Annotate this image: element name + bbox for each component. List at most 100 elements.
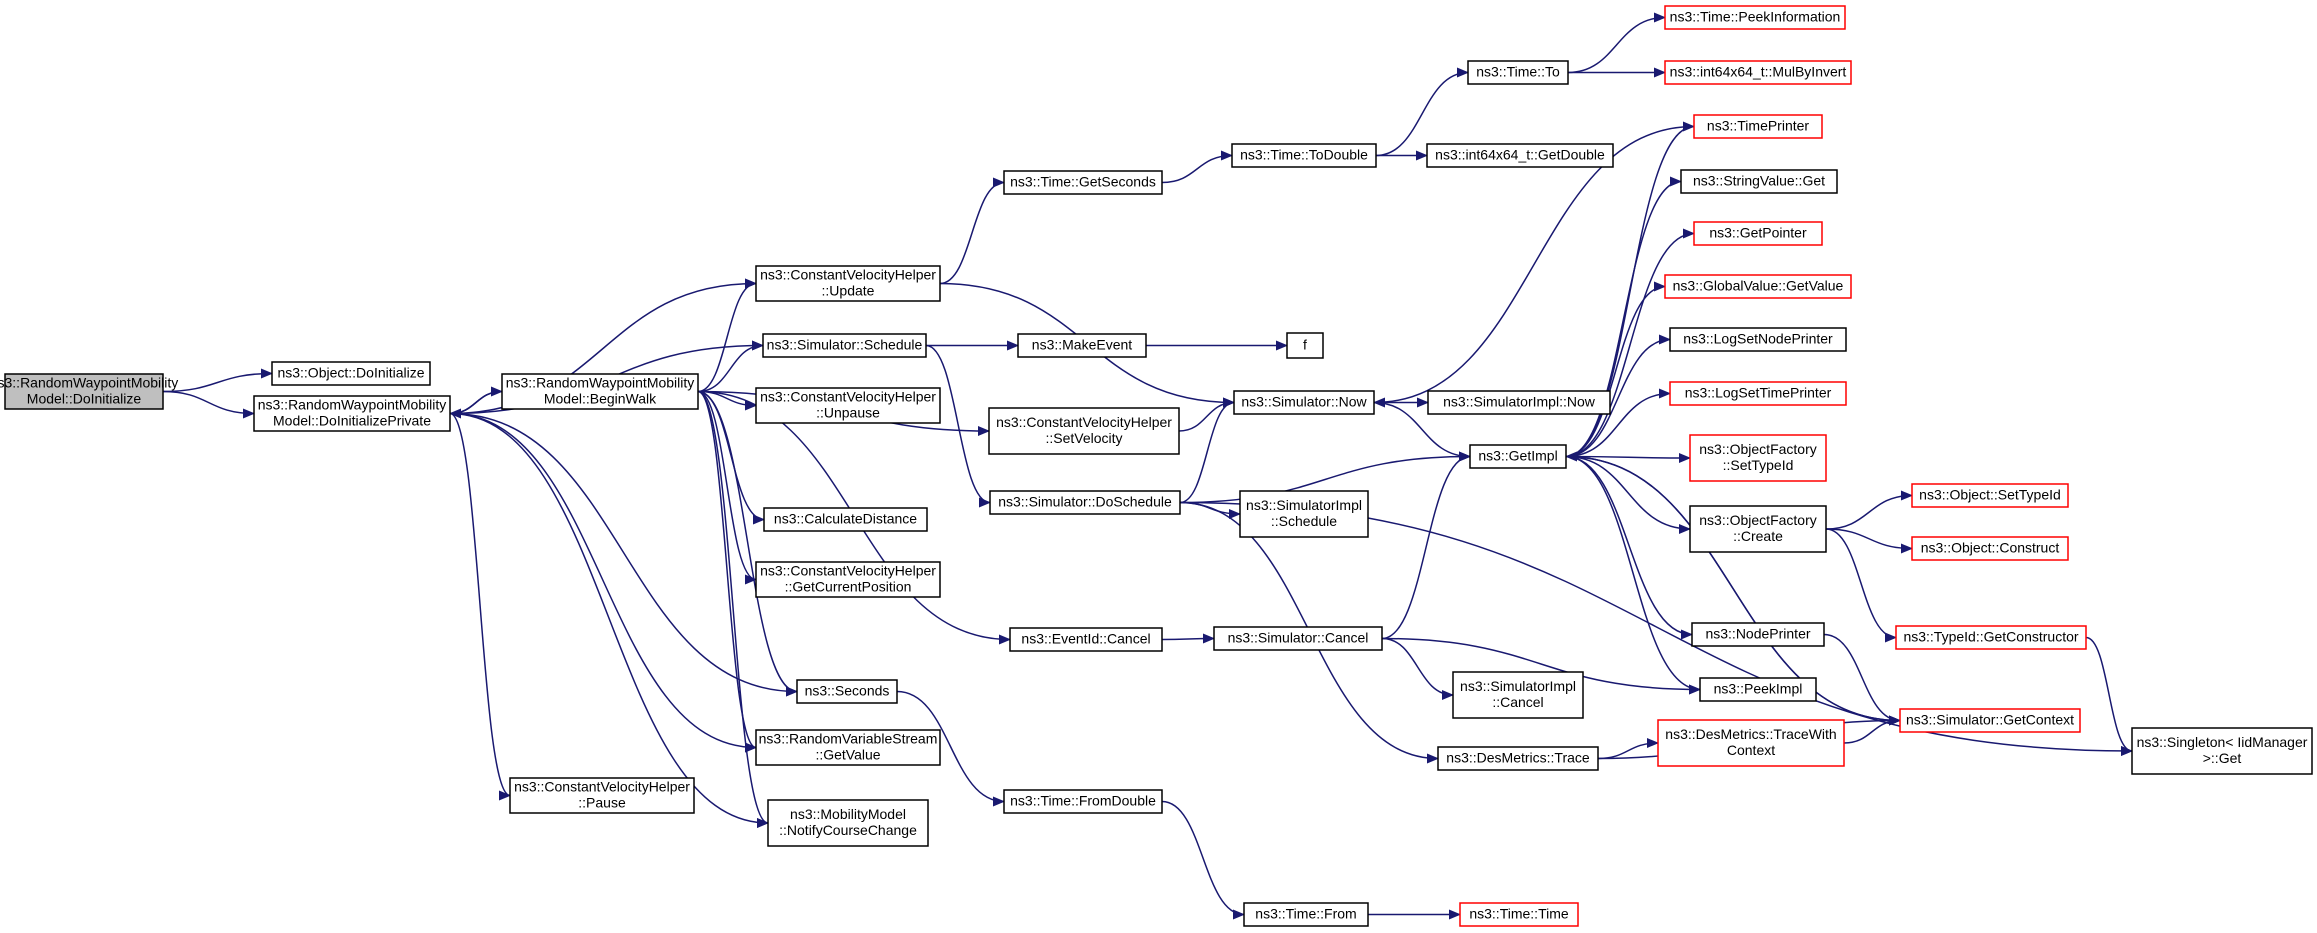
edge-beginwalk-to-rvs_getvalue: [697, 390, 757, 753]
node-sim-getcontext[interactable]: ns3::Simulator::GetContext: [1899, 708, 2081, 733]
edge-seconds-to-time_fromdouble: [896, 690, 1005, 807]
edge-doinitpriv-to-mm_notify: [449, 412, 769, 828]
node-objfactory-settypeid[interactable]: ns3::ObjectFactory::SetTypeId: [1689, 434, 1827, 482]
node-box: [1469, 444, 1567, 469]
node-label: ns3::Time::From: [1255, 906, 1356, 922]
node-pause[interactable]: ns3::ConstantVelocityHelper::Pause: [509, 777, 695, 814]
node-obj-settypeid[interactable]: ns3::Object::SetTypeId: [1911, 483, 2069, 508]
node-box: [2131, 727, 2313, 775]
node-time-todouble[interactable]: ns3::Time::ToDouble: [1231, 143, 1377, 168]
node-globalvalue-getvalue[interactable]: ns3::GlobalValue::GetValue: [1664, 274, 1852, 299]
node-desmetrics-trace[interactable]: ns3::DesMetrics::Trace: [1437, 746, 1599, 771]
node-label: ns3::MobilityModel: [790, 806, 906, 822]
node-getimpl[interactable]: ns3::GetImpl: [1469, 444, 1567, 469]
node-box: [1286, 332, 1324, 359]
node-label: ns3::TypeId::GetConstructor: [1903, 629, 2078, 645]
node-label: ns3::ConstantVelocityHelper: [760, 267, 936, 283]
node-sim-cancel[interactable]: ns3::Simulator::Cancel: [1213, 626, 1383, 651]
node-logsettimeprinter[interactable]: ns3::LogSetTimePrinter: [1669, 381, 1847, 406]
node-box: [755, 265, 941, 302]
node-cvh-update[interactable]: ns3::ConstantVelocityHelper::Update: [755, 265, 941, 302]
node-box: [796, 679, 898, 704]
node-sim-doschedule[interactable]: ns3::Simulator::DoSchedule: [989, 490, 1181, 515]
node-time-fromdouble[interactable]: ns3::Time::FromDouble: [1003, 789, 1163, 814]
edge-getimpl-to-nodeprinter: [1565, 455, 1693, 640]
node-root[interactable]: ns3::RandomWaypointMobilityModel::DoInit…: [0, 373, 178, 410]
node-doinitpriv[interactable]: ns3::RandomWaypointMobilityModel::DoInit…: [253, 395, 451, 432]
edge-getimpl-to-stringvalue_get: [1565, 176, 1682, 458]
node-simimpl-schedule[interactable]: ns3::SimulatorImpl::Schedule: [1239, 490, 1369, 538]
node-box: [253, 395, 451, 432]
node-box: [1213, 626, 1383, 651]
node-rvs-getvalue[interactable]: ns3::RandomVariableStream::GetValue: [755, 729, 941, 766]
node-cvh-setvel[interactable]: ns3::ConstantVelocityHelper::SetVelocity: [988, 407, 1180, 455]
node-label: ns3::PeekImpl: [1714, 681, 1803, 697]
edge-beginwalk-to-cvh_update: [697, 278, 757, 393]
edge-objfactory_create-to-obj_construct: [1825, 528, 1913, 554]
edge-timeprinter-to-sim_now: [1373, 125, 1695, 408]
node-label: Model::BeginWalk: [544, 391, 657, 407]
node-logsetnodeprinter[interactable]: ns3::LogSetNodePrinter: [1669, 327, 1847, 352]
node-simimpl-cancel[interactable]: ns3::SimulatorImpl::Cancel: [1452, 671, 1584, 719]
node-obj-construct[interactable]: ns3::Object::Construct: [1911, 536, 2069, 561]
node-f[interactable]: f: [1286, 332, 1324, 359]
node-label: ns3::RandomWaypointMobility: [258, 397, 447, 413]
node-stringvalue-get[interactable]: ns3::StringValue::Get: [1680, 169, 1838, 194]
node-sim-now[interactable]: ns3::Simulator::Now: [1233, 390, 1375, 415]
node-box: [988, 407, 1180, 455]
edge-getimpl-to-logsettimeprinter: [1565, 388, 1671, 458]
node-getpointer[interactable]: ns3::GetPointer: [1693, 221, 1823, 246]
node-typeid-getconstructor[interactable]: ns3::TypeId::GetConstructor: [1895, 625, 2087, 650]
node-label: ns3::Time::To: [1476, 64, 1560, 80]
node-box: [1426, 143, 1614, 168]
node-beginwalk[interactable]: ns3::RandomWaypointMobilityModel::BeginW…: [501, 373, 699, 410]
node-cvh-getpos[interactable]: ns3::ConstantVelocityHelper::GetCurrentP…: [755, 561, 941, 598]
node-box: [1699, 677, 1817, 702]
node-seconds[interactable]: ns3::Seconds: [796, 679, 898, 704]
node-label: ns3::int64x64_t::MulByInvert: [1670, 64, 1847, 80]
node-label: ns3::ObjectFactory: [1699, 512, 1817, 528]
node-label: ::Schedule: [1271, 513, 1337, 529]
node-box: [1017, 333, 1147, 358]
edge-time_todouble-to-time_to: [1375, 67, 1469, 157]
node-eventid-cancel[interactable]: ns3::EventId::Cancel: [1009, 627, 1163, 652]
node-label: ns3::Simulator::Now: [1241, 394, 1367, 410]
node-label: ns3::SimulatorImpl: [1246, 497, 1362, 513]
node-label: ns3::ConstantVelocityHelper: [760, 389, 936, 405]
node-calcdist[interactable]: ns3::CalculateDistance: [763, 507, 928, 532]
node-peekimpl[interactable]: ns3::PeekImpl: [1699, 677, 1817, 702]
node-box: [1009, 627, 1163, 652]
node-objfactory-create[interactable]: ns3::ObjectFactory::Create: [1689, 505, 1827, 553]
node-cvh-unpause[interactable]: ns3::ConstantVelocityHelper::Unpause: [755, 387, 941, 424]
node-makeevent[interactable]: ns3::MakeEvent: [1017, 333, 1147, 358]
node-label: ns3::RandomWaypointMobility: [0, 375, 178, 391]
edge-beginwalk-to-cvh_getpos: [697, 390, 757, 585]
node-time-peekinfo[interactable]: ns3::Time::PeekInformation: [1664, 5, 1846, 30]
node-singleton-get[interactable]: ns3::Singleton< IidManager >::Get: [2131, 727, 2313, 775]
node-int64-getdouble[interactable]: ns3::int64x64_t::GetDouble: [1426, 143, 1614, 168]
node-label: ns3::Time::PeekInformation: [1670, 9, 1841, 25]
node-box: [1689, 434, 1827, 482]
node-time-from[interactable]: ns3::Time::From: [1243, 902, 1369, 927]
node-objdoinit[interactable]: ns3::Object::DoInitialize: [271, 361, 431, 386]
node-timeprinter[interactable]: ns3::TimePrinter: [1693, 114, 1823, 139]
node-simimpl-now[interactable]: ns3::SimulatorImpl::Now: [1427, 390, 1611, 415]
node-label: ns3::NodePrinter: [1705, 626, 1810, 642]
edge-beginwalk-to-seconds: [697, 390, 798, 697]
node-box: [1911, 536, 2069, 561]
node-nodeprinter[interactable]: ns3::NodePrinter: [1691, 622, 1825, 647]
node-time-getseconds[interactable]: ns3::Time::GetSeconds: [1003, 170, 1163, 195]
node-box: [1239, 490, 1369, 538]
node-sim-schedule[interactable]: ns3::Simulator::Schedule: [762, 333, 927, 358]
node-time-time[interactable]: ns3::Time::Time: [1459, 902, 1579, 927]
node-label: ns3::ConstantVelocityHelper: [514, 779, 690, 795]
edge-getimpl-to-logsetnodeprinter: [1565, 334, 1671, 458]
node-int64-mulbyinvert[interactable]: ns3::int64x64_t::MulByInvert: [1664, 60, 1852, 85]
node-label: ::SetVelocity: [1045, 430, 1122, 446]
node-label: ns3::Object::DoInitialize: [277, 365, 424, 381]
node-label: ns3::ConstantVelocityHelper: [996, 414, 1172, 430]
edge-doinitpriv-to-rvs_getvalue: [449, 412, 757, 753]
node-mm-notify[interactable]: ns3::MobilityModel::NotifyCourseChange: [767, 799, 929, 847]
node-time-to[interactable]: ns3::Time::To: [1467, 60, 1569, 85]
